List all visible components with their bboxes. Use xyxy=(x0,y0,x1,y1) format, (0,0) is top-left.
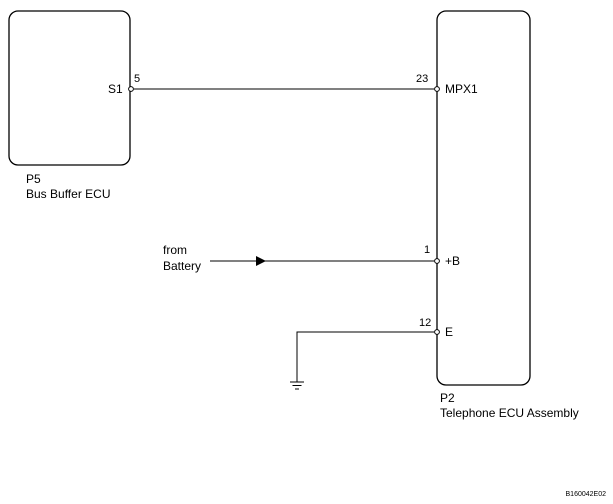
terminal-name-mpx1: MPX1 xyxy=(445,82,478,96)
terminal-connector-plus-b xyxy=(434,258,440,264)
battery-label-battery: Battery xyxy=(163,259,201,273)
terminal-name-plus-b: +B xyxy=(445,254,460,268)
battery-label-from: from xyxy=(163,243,187,257)
right-component-code: P2 xyxy=(440,391,455,405)
left-component-name: Bus Buffer ECU xyxy=(26,187,110,201)
left-terminal-name: S1 xyxy=(108,82,123,96)
terminal-connector-mpx1 xyxy=(434,86,440,92)
terminal-name-e: E xyxy=(445,325,453,339)
left-component-code: P5 xyxy=(26,172,41,186)
terminal-connector-e xyxy=(434,329,440,335)
wire-e-to-ground xyxy=(296,331,434,382)
terminal-pin-1: 1 xyxy=(424,244,430,256)
left-terminal-connector xyxy=(128,86,134,92)
telephone-ecu-box xyxy=(436,10,531,386)
left-terminal-pin: 5 xyxy=(134,73,140,85)
terminal-pin-23: 23 xyxy=(416,73,428,85)
ground-icon xyxy=(290,381,304,390)
terminal-pin-12: 12 xyxy=(419,317,431,329)
right-component-name: Telephone ECU Assembly xyxy=(440,406,579,420)
arrow-right-icon xyxy=(256,256,266,266)
figure-id: B160042E02 xyxy=(566,491,607,498)
